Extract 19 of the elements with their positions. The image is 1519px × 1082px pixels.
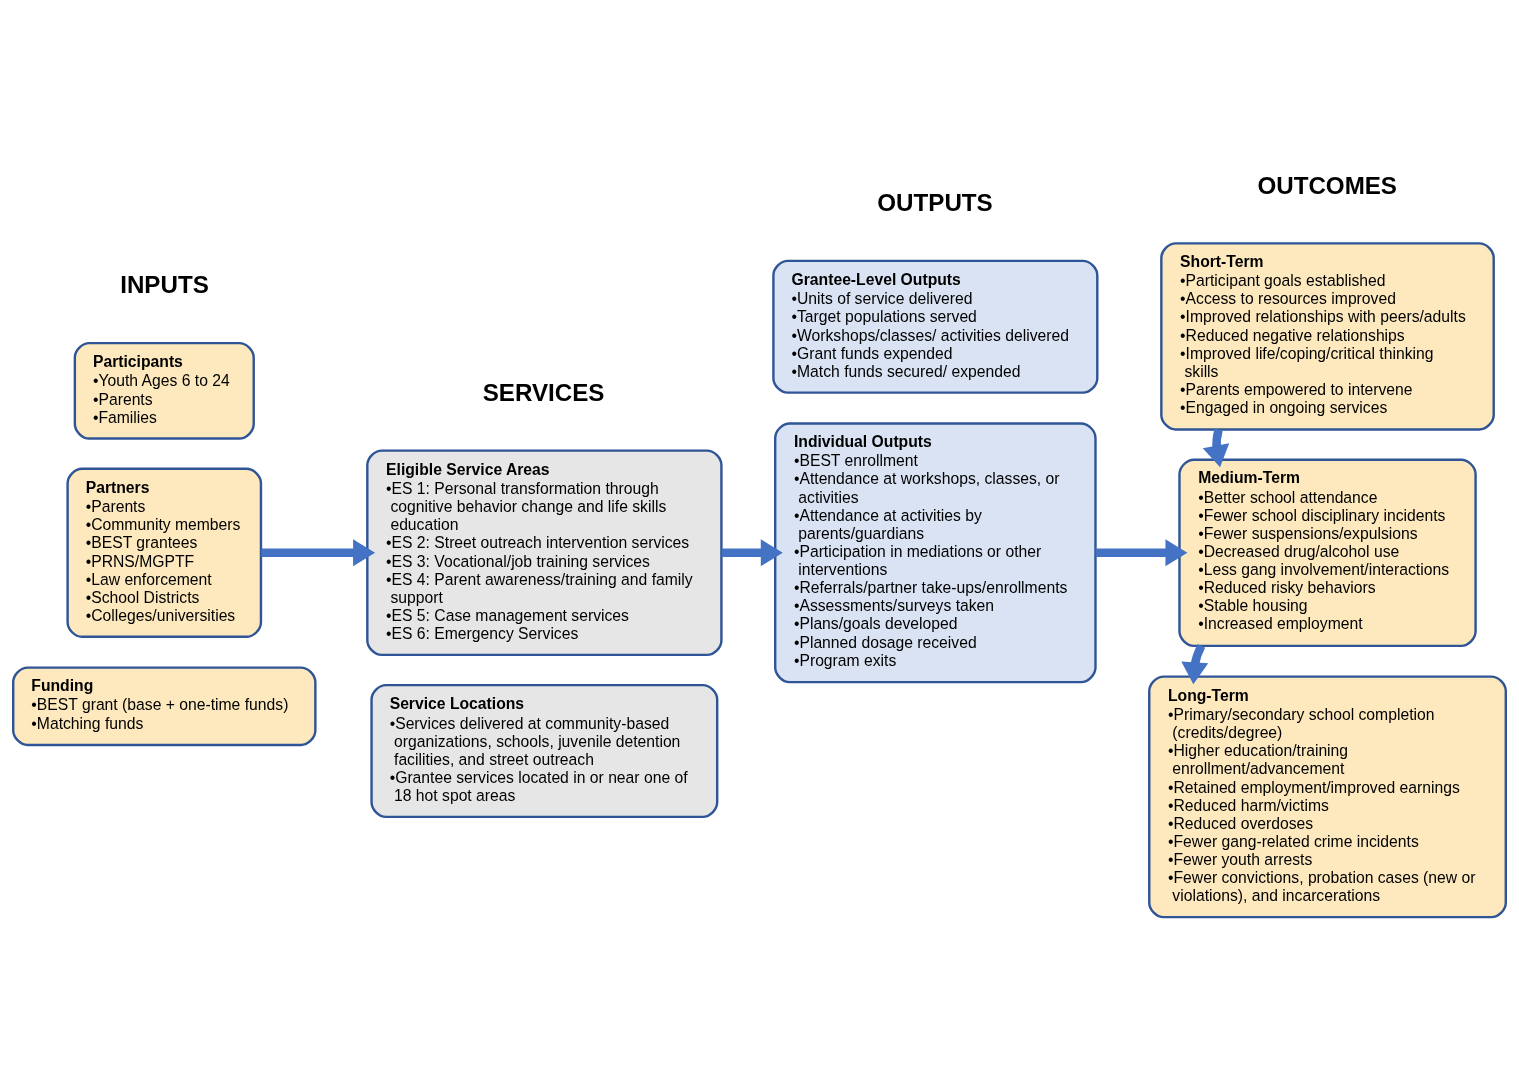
node-box: Individual Outputs •BEST enrollment •Attendance at workshops, classes, or activities •Attendance at activities by parents/guardians •Participation in mediations or other interventions •Referrals/partner take-ups/enrollments •Assessments/surveys taken •Plans/goals developed •Planned dosage received •Program exits <box>774 422 1097 684</box>
label: SERVICES <box>482 378 605 406</box>
node-box: Funding •BEST grant (base + one-time funds) •Matching funds <box>12 666 317 747</box>
arrow <box>1202 428 1230 468</box>
arrow <box>721 539 783 567</box>
node-box: Partners •Parents •Community members •BEST grantees •PRNS/MGPTF •Law enforcement •School Districts •Colleges/universities <box>66 467 263 638</box>
node-box: Eligible Service Areas •ES 1: Personal transformation through cognitive behavior change and life skills education •ES 2: Street outreach intervention services •ES 3: Vocational/job training services •ES 4: Parent awareness/training and family support •ES 5: Case management services •ES 6: Emergency Services <box>366 449 723 657</box>
node-box: Short-Term •Participant goals established •Access to resources improved •Improved relationships with peers/adults •Reduced negative relationships •Improved life/coping/critical thinking skills •Parents empowered to intervene •Engaged in ongoing services <box>1160 242 1495 431</box>
node-box: Participants •Youth Ages 6 to 24 •Parents •Families <box>73 341 255 440</box>
label: INPUTS <box>120 270 209 298</box>
arrow <box>1181 644 1209 685</box>
node-box: Medium-Term •Better school attendance •Fewer school disciplinary incidents •Fewer suspensions/expulsions •Decreased drug/alcohol use •Less gang involvement/interactions •Reduced risky behaviors •Stable housing •Increased employment <box>1178 458 1477 648</box>
node-box: Service Locations •Services delivered at community-based organizations, schools, juvenile detention facilities, and street outreach •Grantee services located in or near one of 18 hot spot areas <box>370 683 719 819</box>
label: OUTPUTS <box>877 188 993 216</box>
node-box: Long-Term •Primary/secondary school completion (credits/degree) •Higher education/training enrollment/advancement •Retained employment/improved earnings •Reduced harm/victims •Reduced overdoses •Fewer gang-related crime incidents •Fewer youth arrests •Fewer convictions, probation cases (new or violations), and incarcerations <box>1148 675 1507 919</box>
arrow <box>261 539 376 567</box>
arrow <box>1095 539 1188 567</box>
label: OUTCOMES <box>1257 171 1398 199</box>
node-box: Grantee-Level Outputs •Units of service delivered •Target populations served •Workshops/classes/ activities delivered •Grant funds expended •Match funds secured/ expended <box>772 259 1099 394</box>
